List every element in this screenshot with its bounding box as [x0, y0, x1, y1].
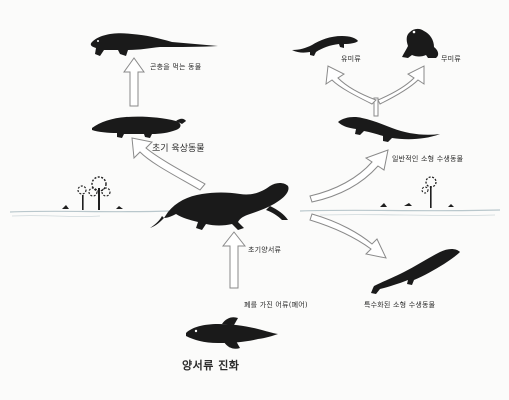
arrow-split-to-urodela	[326, 66, 376, 104]
label-specialized-aquatic: 특수화된 소형 수생동물	[364, 302, 435, 309]
lungfish-icon	[186, 317, 278, 349]
arrow-early-amphibian-to-specialized	[310, 214, 386, 258]
early-tetrapod-icon	[92, 117, 186, 138]
label-urodela: 유미류	[341, 56, 361, 63]
label-early-terrestrial: 초기 육상동물	[152, 145, 205, 154]
arrow-split-to-anura	[378, 66, 424, 104]
early-amphibian-icon	[150, 183, 289, 230]
label-general-aquatic: 일반적인 소형 수생동물	[392, 156, 463, 163]
arrow-terrestrial-to-insectivore	[124, 58, 144, 106]
insectivore-animal-icon	[91, 33, 218, 56]
label-anura: 무미류	[441, 56, 461, 63]
frog-icon	[402, 29, 438, 58]
salamander-icon	[292, 36, 358, 56]
tree-icon	[380, 177, 454, 208]
label-insectivore: 곤충을 먹는 동물	[150, 64, 201, 71]
tree-icon	[62, 177, 123, 210]
arrow-lungfish-to-early-amphibian	[223, 232, 245, 288]
diagram-caption: 양서류 진화	[182, 360, 239, 371]
arrow-early-amphibian-to-aquatic	[310, 150, 388, 202]
label-early-amphibian: 초기양서류	[248, 247, 281, 254]
label-lungfish: 폐를 가진 어류(폐어)	[244, 302, 308, 309]
aquatic-amphibian-icon	[338, 117, 440, 142]
